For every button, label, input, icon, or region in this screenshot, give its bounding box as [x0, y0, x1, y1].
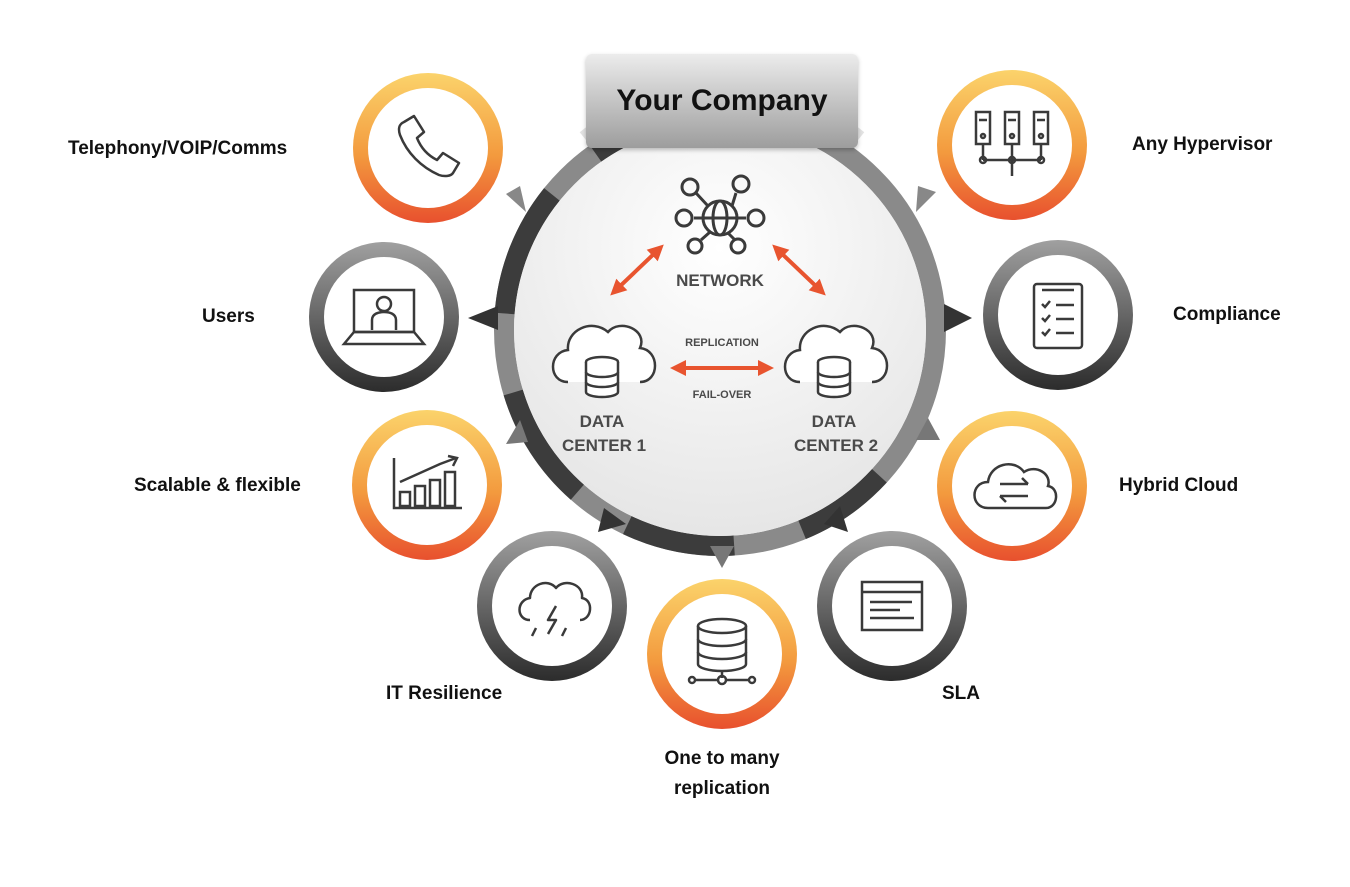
label-telephony: Telephony/VOIP/Comms: [68, 138, 288, 159]
pointer-scalable: [506, 420, 528, 444]
dc2-label-line1: DATA: [812, 412, 857, 431]
arrow-network-dc2: [772, 244, 826, 296]
dc1-icon: [551, 324, 657, 399]
node-resilience: [477, 531, 627, 681]
label-resilience: IT Resilience: [386, 683, 503, 704]
node-compliance: [983, 240, 1133, 390]
label-compliance: Compliance: [1173, 304, 1281, 325]
network-icon: [674, 174, 766, 255]
pointer-sla: [824, 506, 848, 532]
label-replication-line2: replication: [673, 778, 771, 799]
link-arrows: [610, 244, 826, 376]
pointer-replication: [710, 546, 734, 568]
growth-chart-icon: [392, 454, 462, 510]
node-hybrid: [937, 411, 1087, 561]
failover-label: FAIL-OVER: [693, 389, 752, 401]
phone-icon: [397, 114, 461, 178]
database-network-icon: [687, 617, 757, 686]
servers-icon: [974, 110, 1050, 176]
label-hypervisor: Any Hypervisor: [1132, 134, 1273, 155]
laptop-user-icon: [341, 288, 427, 346]
network-label: NETWORK: [676, 271, 765, 290]
pointer-users: [468, 306, 498, 330]
label-sla: SLA: [942, 683, 980, 704]
node-telephony: [353, 73, 503, 223]
pointer-telephony: [506, 186, 526, 212]
checklist-icon: [1032, 282, 1084, 350]
pointer-hybrid: [916, 418, 940, 440]
hub-circle: [514, 124, 926, 536]
storm-cloud-icon: [518, 581, 592, 637]
pointer-hypervisor: [916, 186, 936, 212]
dc1-label-line2: CENTER 1: [562, 436, 646, 455]
replication-label: REPLICATION: [685, 337, 759, 349]
dc2-icon: [783, 324, 889, 399]
node-users: [309, 242, 459, 392]
node-replication: [647, 579, 797, 729]
label-hybrid: Hybrid Cloud: [1119, 475, 1239, 496]
node-hypervisor: [937, 70, 1087, 220]
label-scalable: Scalable & flexible: [134, 475, 301, 496]
node-scalable: [352, 410, 502, 560]
pointer-compliance: [944, 304, 972, 332]
node-sla: [817, 531, 967, 681]
dc2-label-line2: CENTER 2: [794, 436, 878, 455]
label-replication-line1: One to many: [664, 748, 780, 769]
cloud-sync-icon: [973, 463, 1058, 510]
company-title-box: Your Company: [586, 54, 858, 148]
label-users: Users: [202, 306, 255, 327]
pointer-resilience: [598, 508, 626, 532]
ring-pointers: [468, 186, 972, 568]
dc1-label-line1: DATA: [580, 412, 625, 431]
arrow-network-dc1: [610, 244, 664, 296]
document-window-icon: [860, 580, 924, 632]
